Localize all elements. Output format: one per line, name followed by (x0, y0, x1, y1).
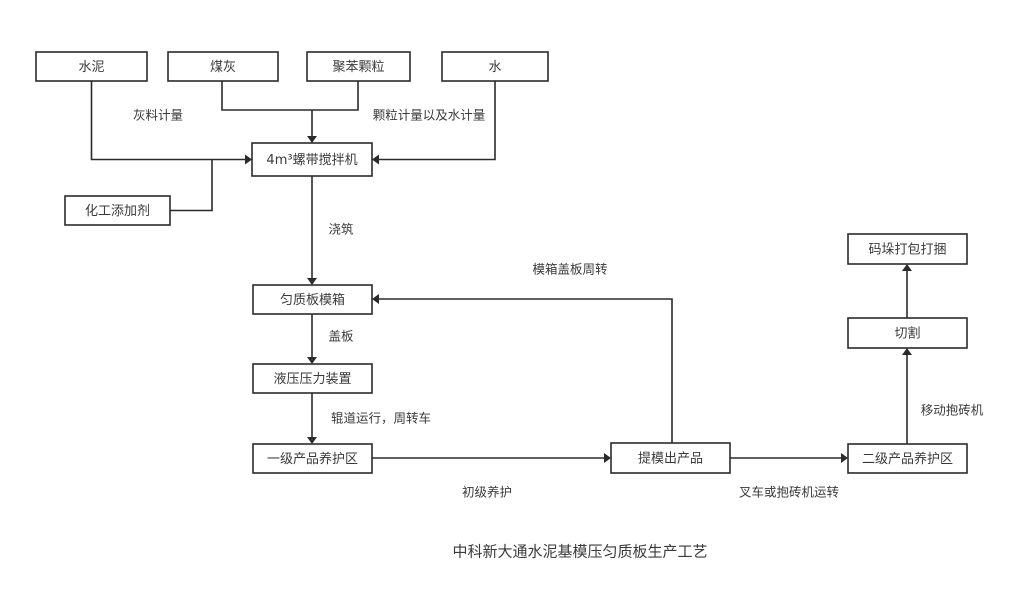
node-box[interactable] (847, 443, 968, 474)
edge-cutting-to-stacking (902, 264, 912, 318)
node-box[interactable] (847, 233, 968, 265)
edge-hydraulic-to-curing-1 (307, 393, 317, 444)
node-demould[interactable]: 提模出产品 (610, 442, 731, 474)
arrow-head-icon (841, 453, 848, 463)
edge-fly-ash-to-junction (221, 81, 312, 111)
node-label: 码垛打包打捆 (868, 243, 946, 258)
node-label: 聚苯颗粒 (332, 60, 384, 75)
edge-eps-to-junction (312, 81, 359, 111)
edge-path (379, 298, 673, 443)
node-eps-particle[interactable]: 聚苯颗粒 (306, 51, 411, 82)
node-box[interactable] (252, 443, 373, 474)
node-fly-ash[interactable]: 煤灰 (167, 51, 279, 82)
arrow-head-icon (372, 154, 379, 165)
node-box[interactable] (306, 51, 411, 82)
arrow-head-icon (307, 357, 317, 364)
edge-path (312, 81, 359, 111)
edge-label-cover-plate: 盖板 (328, 329, 354, 344)
node-label: 匀质板模箱 (280, 292, 345, 308)
edge-path (379, 81, 496, 161)
edge-label-box-cover-cycle: 模箱盖板周转 (532, 262, 607, 277)
node-hydraulic[interactable]: 液压压力装置 (252, 363, 373, 394)
node-mould-box[interactable]: 匀质板模箱 (252, 284, 373, 315)
node-box[interactable] (847, 317, 968, 349)
edge-path (221, 81, 312, 111)
node-box[interactable] (64, 195, 171, 226)
node-label: 二级产品养护区 (862, 451, 953, 467)
node-curing-1[interactable]: 一级产品养护区 (252, 443, 373, 474)
node-label: 化工添加剂 (85, 204, 150, 219)
node-label: 一级产品养护区 (267, 451, 358, 467)
node-label: 4m³螺带搅拌机 (266, 152, 357, 168)
edge-curing-1-to-demould (372, 453, 611, 463)
node-box[interactable] (251, 142, 373, 177)
node-curing-2[interactable]: 二级产品养护区 (847, 443, 968, 474)
edge-label-forklift-transfer: 叉车或抱砖机运转 (739, 485, 839, 500)
arrow-head-icon (307, 437, 317, 444)
node-stacking[interactable]: 码垛打包打捆 (847, 233, 968, 265)
node-additive[interactable]: 化工添加剂 (64, 195, 171, 226)
edge-label-brick-mover: 移动抱砖机 (921, 403, 984, 418)
edge-label-primary-curing: 初级养护 (462, 485, 512, 500)
edge-label-pouring: 浇筑 (328, 222, 354, 237)
arrow-head-icon (372, 294, 379, 304)
arrow-head-icon (604, 453, 611, 463)
edge-demould-to-curing-2 (730, 453, 848, 463)
edge-junction-to-mixer (307, 110, 317, 143)
edge-mixer-to-mould-box (307, 176, 317, 285)
arrow-head-icon (902, 264, 912, 271)
edges-layer (90, 81, 912, 463)
edge-label-roller-transfer: 辊道运行，周转车 (331, 411, 431, 426)
edge-path (170, 159, 213, 212)
node-box[interactable] (252, 363, 373, 394)
node-box[interactable] (252, 284, 373, 315)
node-label: 提模出产品 (638, 451, 703, 467)
node-label: 液压压力装置 (273, 372, 351, 387)
node-label: 水泥 (78, 60, 104, 75)
node-label: 煤灰 (210, 60, 236, 75)
arrow-head-icon (307, 278, 317, 285)
node-label: 水 (488, 60, 501, 75)
edge-additive-to-mixer (170, 159, 213, 212)
edge-water-to-mixer (372, 81, 496, 165)
edge-demould-to-mould-box (372, 294, 673, 443)
edge-label-particle-metering: 颗粒计量以及水计量 (373, 108, 486, 123)
node-mixer[interactable]: 4m³螺带搅拌机 (251, 142, 373, 177)
arrow-head-icon (902, 348, 912, 355)
edge-mould-box-to-hydraulic (307, 314, 317, 364)
node-water[interactable]: 水 (441, 51, 549, 82)
node-label: 切割 (894, 326, 920, 342)
node-box[interactable] (35, 51, 148, 82)
edge-path (90, 81, 245, 161)
diagram-title: 中科新大通水泥基模压匀质板生产工艺 (452, 543, 707, 561)
edge-label-ash-metering: 灰料计量 (133, 108, 183, 123)
arrow-head-icon (245, 154, 252, 165)
edge-curing-2-to-cutting (902, 348, 912, 444)
node-box[interactable] (167, 51, 279, 82)
node-cement[interactable]: 水泥 (35, 51, 148, 82)
arrow-head-icon (307, 136, 317, 143)
node-box[interactable] (441, 51, 549, 82)
edge-cement-to-mixer (90, 81, 252, 165)
node-cutting[interactable]: 切割 (847, 317, 968, 349)
node-box[interactable] (610, 442, 731, 474)
